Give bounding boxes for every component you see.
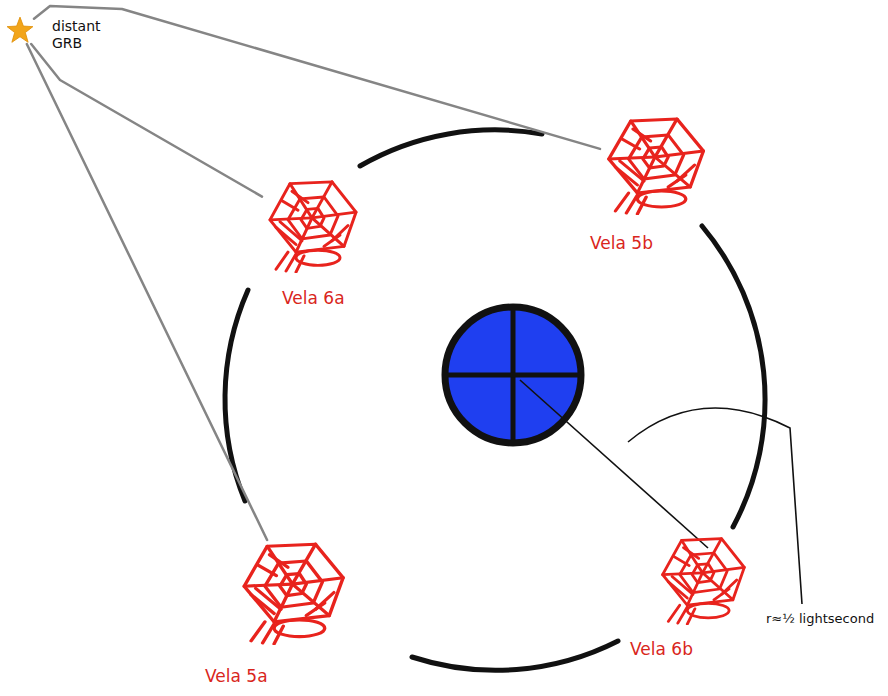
satellite-icon — [655, 535, 750, 625]
satellite-icon — [600, 115, 710, 215]
orbit-arc — [225, 290, 248, 501]
satellite-name: Vela 6b — [630, 639, 693, 659]
satellite-drawing — [244, 544, 343, 644]
satellite-name: Vela 5a — [205, 666, 268, 686]
orbit-arc — [412, 641, 618, 670]
gamma-ray-path — [31, 44, 262, 197]
satellite: Vela 6a — [262, 178, 372, 318]
gamma-ray-path — [34, 6, 600, 149]
satellite-icon — [262, 178, 362, 273]
orbit-arcs — [225, 130, 765, 670]
satellite-drawing — [663, 539, 745, 625]
star-shape — [7, 17, 33, 42]
satellite-drawing — [270, 182, 356, 272]
earth-cross — [447, 373, 579, 378]
orbit-arc — [702, 226, 765, 527]
satellite: Vela 5b — [590, 115, 720, 265]
satellite-drawing — [609, 119, 704, 214]
satellite-name: Vela 6a — [282, 288, 345, 308]
earth — [445, 307, 581, 443]
satellite: Vela 6b — [625, 535, 752, 665]
source-label: distant GRB — [52, 18, 114, 52]
satellite: Vela 5a — [205, 540, 355, 692]
gamma-ray-path — [27, 44, 267, 540]
satellite-icon — [235, 540, 350, 645]
grb-star — [6, 16, 34, 44]
leader-line — [628, 408, 802, 604]
radius-line — [520, 380, 708, 548]
radius-callout: r≈½ lightsecond — [764, 610, 876, 627]
grb-source: distant GRB — [6, 8, 118, 70]
earth-disc — [445, 307, 581, 443]
satellite-name: Vela 5b — [590, 233, 653, 253]
orbit-arc — [360, 130, 542, 166]
